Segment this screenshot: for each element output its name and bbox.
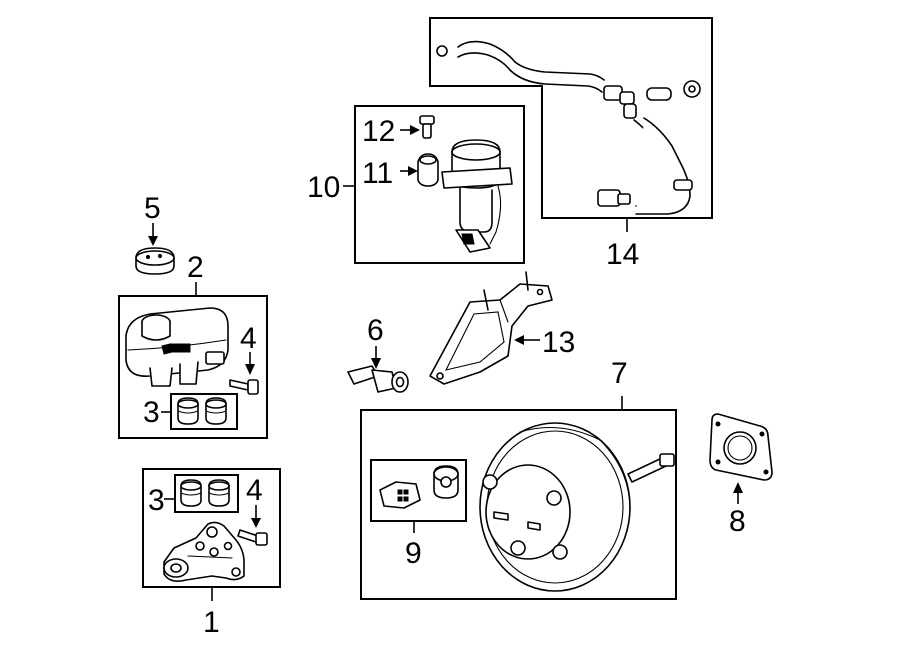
group-7-booster-box	[360, 396, 677, 600]
arrow-8	[733, 482, 743, 493]
group-14-hose-box	[429, 17, 713, 232]
arrow-11	[408, 166, 418, 176]
callout-3-lower: 3	[148, 484, 165, 517]
part-9-check-valve	[379, 465, 459, 509]
group-10-pump-box	[343, 105, 525, 264]
callout-2: 2	[187, 251, 204, 284]
part-8-gasket	[709, 413, 773, 481]
part-13-bracket	[429, 271, 553, 385]
callout-14: 14	[606, 238, 639, 271]
callout-6: 6	[367, 314, 384, 347]
part-12-bolt	[419, 115, 435, 139]
callout-13: 13	[542, 326, 575, 359]
callout-10: 10	[307, 171, 340, 204]
arrow-4-upper	[245, 364, 255, 375]
group-3-seals-lower	[164, 474, 239, 513]
callout-1: 1	[203, 606, 220, 639]
callout-9: 9	[405, 537, 422, 570]
group-3-seals-upper	[161, 393, 238, 430]
arrow-12	[410, 125, 420, 135]
group-2-reservoir-box	[118, 282, 268, 439]
part-2-reservoir	[125, 307, 229, 387]
group-9-valve-box	[370, 459, 467, 533]
callout-5: 5	[144, 192, 161, 225]
callout-12: 12	[362, 115, 395, 148]
part-4-pin-upper	[229, 379, 259, 395]
callout-3-upper: 3	[143, 396, 160, 429]
callout-11: 11	[362, 157, 393, 190]
callout-4-upper: 4	[240, 322, 257, 355]
part-14-hose-assembly	[436, 40, 701, 215]
part-4-pin-lower	[237, 529, 268, 546]
callout-8: 8	[729, 505, 746, 538]
arrow-4-lower	[251, 518, 261, 528]
part-3-seals-upper	[177, 397, 227, 425]
arrow-5	[148, 236, 158, 246]
part-1-master-cylinder	[163, 521, 245, 582]
part-11-grommet	[417, 153, 439, 187]
arrow-6	[371, 358, 381, 369]
arrow-13	[514, 335, 524, 345]
part-6-sensor	[347, 365, 409, 393]
part-10-air-pump	[441, 139, 513, 253]
callout-7: 7	[611, 357, 628, 390]
part-3-seals-lower	[180, 479, 230, 507]
part-5-reservoir-cap	[135, 247, 175, 275]
group-1-master-cylinder-box	[142, 468, 281, 601]
part-7-brake-booster	[479, 422, 675, 592]
callout-4-lower: 4	[246, 474, 263, 507]
